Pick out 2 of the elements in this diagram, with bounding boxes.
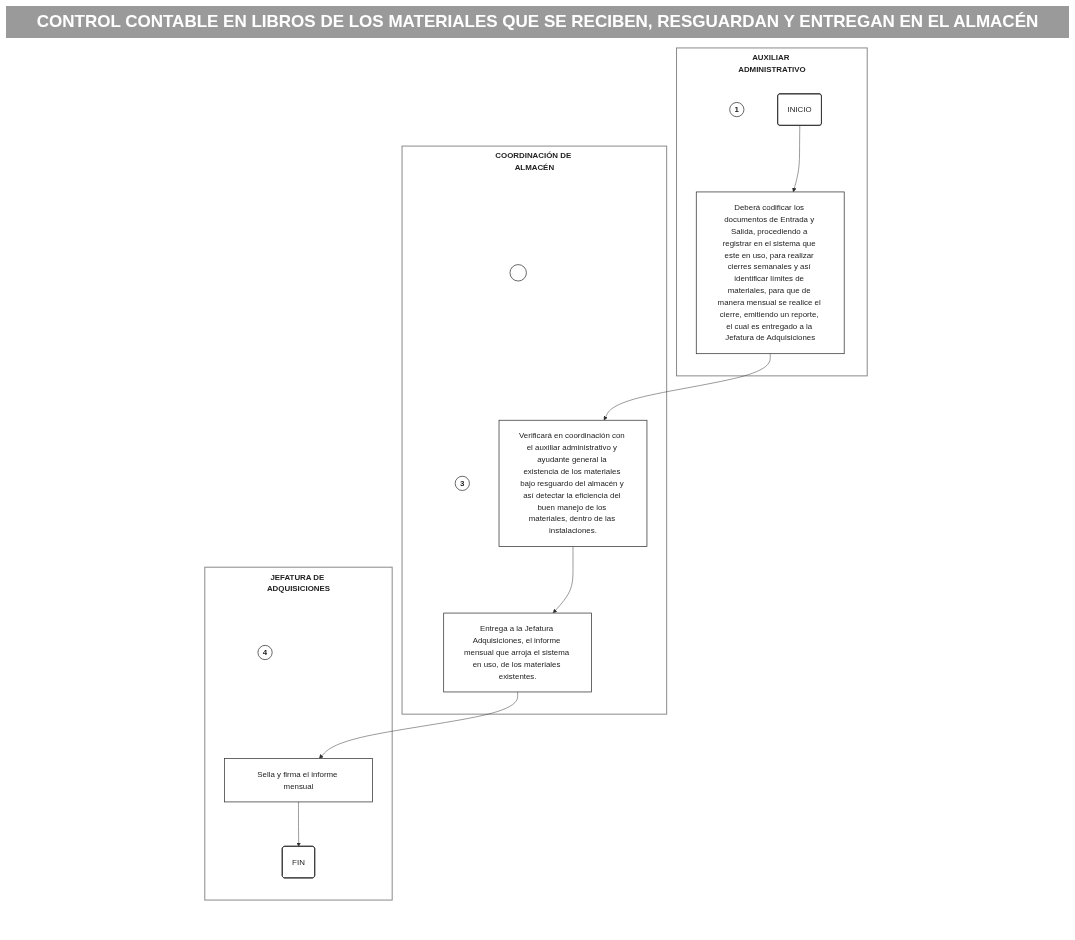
node-circle: [509, 264, 527, 282]
diagram-title: CONTROL CONTABLE EN LIBROS DE LOS MATERIALES QUE SE RECIBEN, RESGUARDAN Y ENTREGAN EN EL ALMACÉN: [6, 6, 1069, 38]
